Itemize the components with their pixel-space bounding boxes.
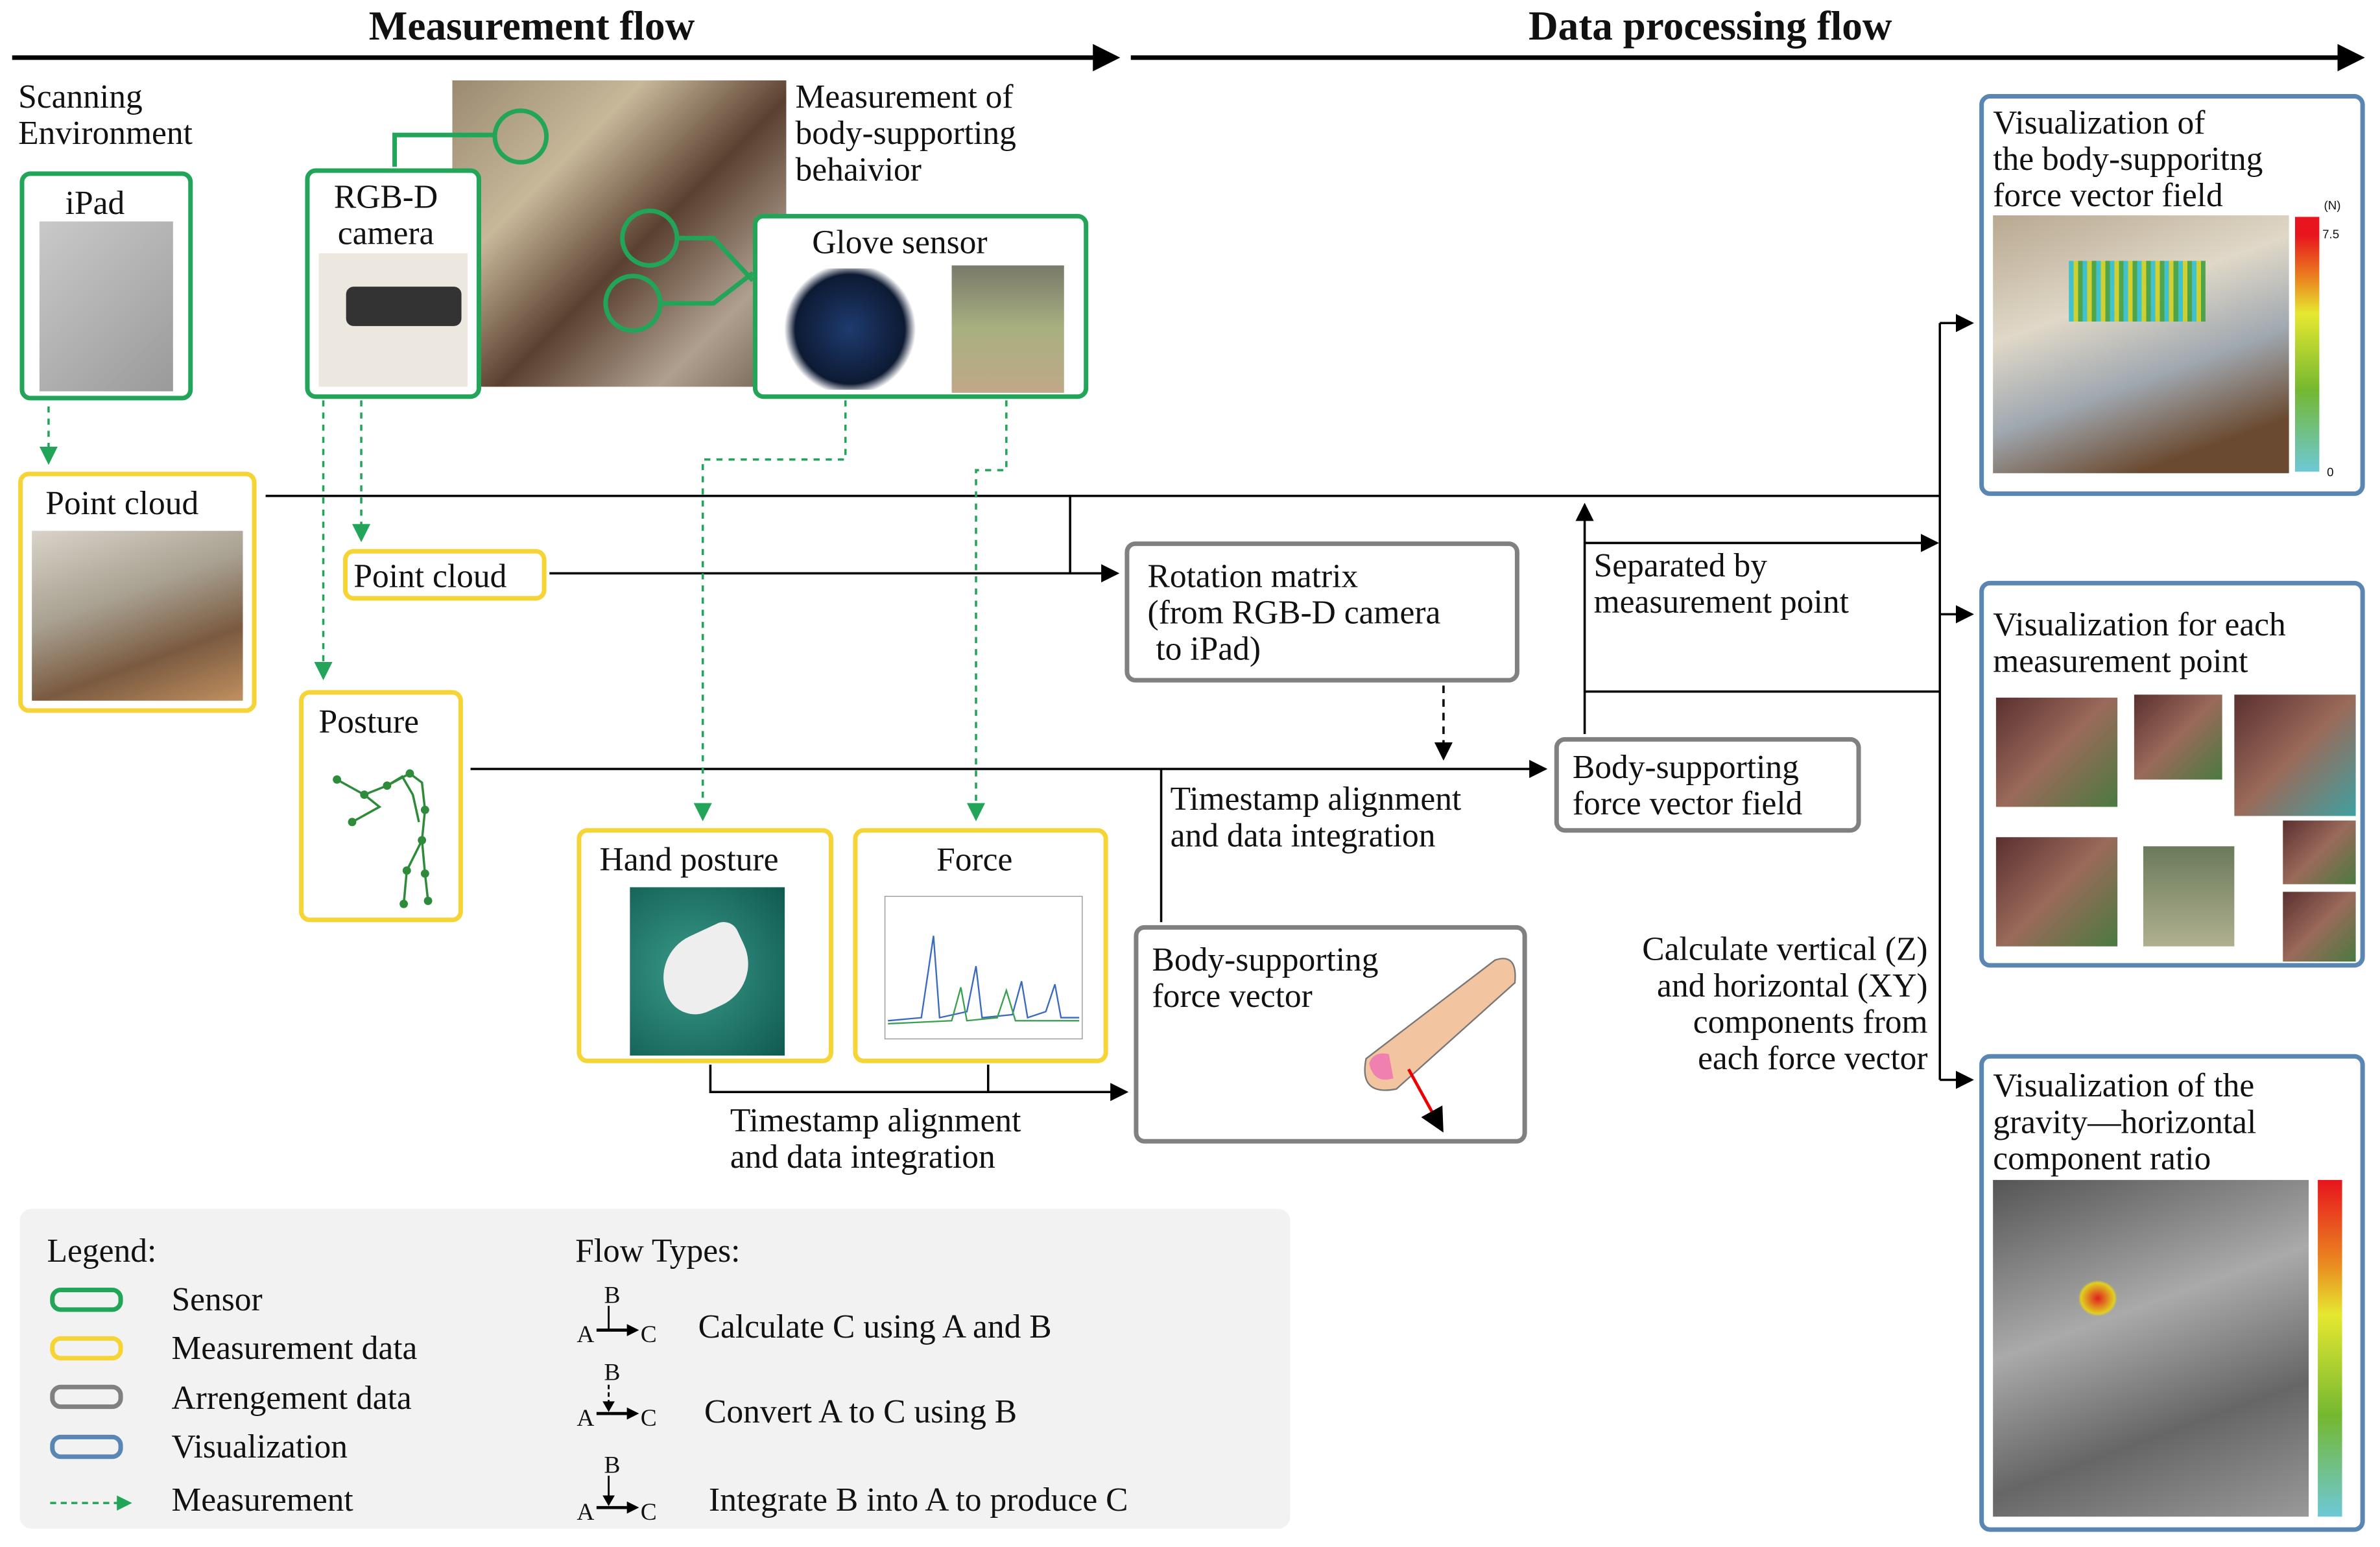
hand-sensor-photo <box>951 265 1064 393</box>
point-cloud-image <box>32 530 243 701</box>
force-vector-field-label: Body-supporting force vector field <box>1572 748 1803 822</box>
flow2-a: A <box>577 1406 595 1432</box>
force-box: Force <box>853 828 1108 1063</box>
header-data-processing-flow: Data processing flow <box>1528 3 1892 49</box>
visualization-force-field-label: Visualization of the body-supporitng for… <box>1993 103 2263 214</box>
hand-posture-label: Hand posture <box>599 840 779 879</box>
glove-photo <box>781 268 919 390</box>
flow1-b: B <box>604 1282 621 1309</box>
legend-measurement-arrow <box>50 1495 132 1511</box>
timestamp-integration-label-2: Timestamp alignment and data integration <box>730 1101 1021 1175</box>
colorbar-unit: (N) <box>2324 198 2341 213</box>
rgbd-camera-photo <box>318 253 468 387</box>
measurement-point-image-2 <box>2134 694 2222 780</box>
posture-box: Posture <box>299 690 463 923</box>
legend-sensor-swatch <box>50 1287 123 1312</box>
hand-model-image <box>630 887 785 1056</box>
scanning-environment-label: Scanning Environment <box>18 77 193 152</box>
visualization-measurement-point-box: Visualization for each measurement point <box>1979 580 2365 968</box>
posture-label: Posture <box>318 702 420 740</box>
ipad-sensor-box: iPad <box>19 171 193 401</box>
ratio-colorbar <box>2318 1179 2342 1517</box>
legend-measurement-label: Measurement <box>171 1480 353 1518</box>
point-cloud-label: Point cloud <box>45 484 199 522</box>
header-measurement-flow: Measurement flow <box>368 3 695 49</box>
colorbar-max: 7.5 <box>2322 227 2340 241</box>
flow1-label: Calculate C using A and B <box>698 1307 1052 1345</box>
glove-sensor-box: Glove sensor <box>752 213 1089 399</box>
flow3-b: B <box>604 1452 621 1479</box>
hand-posture-box: Hand posture <box>577 828 833 1063</box>
flow2-b: B <box>604 1360 621 1387</box>
legend-title: Legend: <box>47 1231 157 1269</box>
legend-sensor-label: Sensor <box>171 1280 263 1318</box>
flow3-label: Integrate B into A to produce C <box>709 1480 1128 1518</box>
legend-visualization-label: Visualization <box>171 1427 348 1465</box>
measurement-behavior-label: Measurement of body-supporting behaivior <box>795 77 1016 189</box>
force-vector-box: Body-supporting force vector <box>1134 925 1527 1144</box>
hand-measurement-points-image <box>2143 846 2235 947</box>
visualization-gravity-ratio-box: Visualization of the gravity—horizontal … <box>1979 1054 2365 1532</box>
ipad-label: iPad <box>65 183 125 222</box>
legend-panel: Legend: Sensor Measurement data Arrengem… <box>19 1209 1291 1529</box>
flow2-arrow-icon <box>596 1384 639 1420</box>
measurement-point-image-5 <box>2283 820 2356 884</box>
flow1-arrow-icon <box>596 1306 639 1336</box>
flow2-c: C <box>640 1406 657 1432</box>
camera-point-cloud-box: Point cloud <box>342 549 547 601</box>
flow3-arrow-icon <box>596 1476 639 1514</box>
fingertip-force-illustration <box>1364 958 1516 1133</box>
flow3-a: A <box>577 1500 595 1526</box>
gravity-ratio-image <box>1993 1179 2309 1517</box>
rgbd-camera-label: RGB-D camera <box>333 177 438 252</box>
flow1-c: C <box>640 1322 657 1349</box>
separated-label: Separated by measurement point <box>1593 546 1849 620</box>
visualization-force-field-box: Visualization of the body-supporitng for… <box>1979 94 2365 496</box>
visualization-measurement-point-label: Visualization for each measurement point <box>1993 605 2286 679</box>
rotation-matrix-label: Rotation matrix (from RGB-D camera to iP… <box>1147 556 1441 668</box>
camera-point-cloud-label: Point cloud <box>353 556 507 595</box>
skeleton-figure <box>333 769 433 908</box>
timestamp-integration-label-1: Timestamp alignment and data integration <box>1170 779 1462 854</box>
legend-arrangement-swatch <box>50 1384 123 1410</box>
rotation-matrix-box: Rotation matrix (from RGB-D camera to iP… <box>1125 541 1519 683</box>
flow-lines <box>265 314 1974 1102</box>
flow2-label: Convert A to C using B <box>704 1392 1017 1430</box>
force-vector-field-box: Body-supporting force vector field <box>1554 737 1861 833</box>
legend-measurement-data-label: Measurement data <box>171 1329 418 1367</box>
visualization-gravity-ratio-label: Visualization of the gravity—horizontal … <box>1993 1066 2257 1177</box>
force-label: Force <box>936 840 1013 879</box>
legend-measurement-data-swatch <box>50 1336 123 1361</box>
legend-visualization-swatch <box>50 1434 123 1459</box>
force-time-series-chart <box>884 895 1083 1040</box>
measurement-point-image-6 <box>2283 892 2356 962</box>
flow1-a: A <box>577 1322 595 1349</box>
measurement-point-image-4 <box>1995 837 2118 947</box>
force-vector-label: Body-supporting force vector <box>1152 940 1379 1015</box>
rgbd-camera-sensor-box: RGB-D camera <box>305 168 481 399</box>
force-field-image <box>1993 215 2289 473</box>
measurement-point-image-3 <box>2234 694 2356 816</box>
measurement-lines <box>39 400 1008 821</box>
ipad-photo <box>39 221 173 392</box>
calculate-components-label: Calculate vertical (Z) and horizontal (X… <box>1642 929 1928 1077</box>
flow3-c: C <box>640 1500 657 1526</box>
glove-sensor-label: Glove sensor <box>812 222 988 261</box>
flow-types-title: Flow Types: <box>575 1231 741 1269</box>
legend-arrangement-label: Arrengement data <box>171 1378 412 1417</box>
measurement-point-image-1 <box>1995 698 2118 807</box>
force-colorbar <box>2294 217 2320 472</box>
measurement-scene-photo <box>452 80 787 387</box>
colorbar-min: 0 <box>2327 466 2334 480</box>
point-cloud-box: Point cloud <box>18 471 257 713</box>
